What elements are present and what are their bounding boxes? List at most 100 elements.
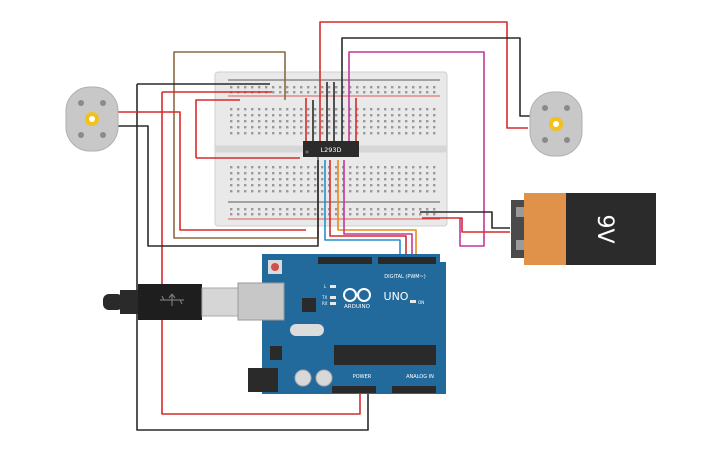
breadboard-hole[interactable] — [321, 132, 324, 135]
breadboard-hole[interactable] — [377, 86, 380, 89]
breadboard-hole[interactable] — [293, 120, 296, 123]
breadboard-hole[interactable] — [237, 114, 240, 117]
breadboard-hole[interactable] — [251, 178, 254, 181]
breadboard-hole[interactable] — [251, 114, 254, 117]
dc-motor-left[interactable] — [65, 86, 119, 152]
breadboard-hole[interactable] — [370, 86, 373, 89]
breadboard-hole[interactable] — [391, 114, 394, 117]
usb-cable[interactable] — [103, 284, 239, 320]
breadboard-hole[interactable] — [398, 172, 401, 175]
breadboard-hole[interactable] — [321, 108, 324, 111]
breadboard-hole[interactable] — [398, 178, 401, 181]
breadboard-hole[interactable] — [412, 86, 415, 89]
reset-button-cap[interactable] — [271, 263, 279, 271]
breadboard-hole[interactable] — [272, 184, 275, 187]
breadboard-hole[interactable] — [363, 132, 366, 135]
breadboard-hole[interactable] — [405, 120, 408, 123]
breadboard-hole[interactable] — [349, 126, 352, 129]
breadboard-hole[interactable] — [433, 190, 436, 193]
breadboard-hole[interactable] — [258, 126, 261, 129]
breadboard-hole[interactable] — [251, 126, 254, 129]
breadboard-hole[interactable] — [230, 86, 233, 89]
breadboard-hole[interactable] — [384, 126, 387, 129]
breadboard-hole[interactable] — [293, 108, 296, 111]
breadboard-hole[interactable] — [363, 114, 366, 117]
breadboard-hole[interactable] — [349, 178, 352, 181]
breadboard-hole[interactable] — [342, 91, 345, 94]
breadboard-hole[interactable] — [307, 172, 310, 175]
breadboard-hole[interactable] — [321, 208, 324, 211]
breadboard-hole[interactable] — [244, 184, 247, 187]
wire-magenta-signal[interactable] — [343, 160, 413, 262]
breadboard-hole[interactable] — [258, 184, 261, 187]
breadboard-hole[interactable] — [307, 91, 310, 94]
breadboard-hole[interactable] — [419, 108, 422, 111]
breadboard-hole[interactable] — [314, 120, 317, 123]
breadboard-hole[interactable] — [251, 190, 254, 193]
breadboard-hole[interactable] — [391, 132, 394, 135]
breadboard-hole[interactable] — [377, 120, 380, 123]
breadboard-hole[interactable] — [391, 86, 394, 89]
breadboard-hole[interactable] — [293, 166, 296, 169]
breadboard-hole[interactable] — [398, 190, 401, 193]
breadboard-hole[interactable] — [244, 126, 247, 129]
breadboard-hole[interactable] — [230, 184, 233, 187]
breadboard-hole[interactable] — [349, 213, 352, 216]
breadboard-hole[interactable] — [405, 86, 408, 89]
breadboard-hole[interactable] — [293, 172, 296, 175]
breadboard-hole[interactable] — [384, 172, 387, 175]
breadboard-hole[interactable] — [419, 91, 422, 94]
breadboard-hole[interactable] — [230, 172, 233, 175]
breadboard-hole[interactable] — [258, 108, 261, 111]
breadboard-hole[interactable] — [391, 178, 394, 181]
breadboard-hole[interactable] — [363, 190, 366, 193]
breadboard-hole[interactable] — [258, 86, 261, 89]
breadboard-hole[interactable] — [419, 172, 422, 175]
breadboard-hole[interactable] — [258, 208, 261, 211]
breadboard-hole[interactable] — [342, 108, 345, 111]
breadboard-hole[interactable] — [258, 190, 261, 193]
breadboard-hole[interactable] — [286, 126, 289, 129]
breadboard-hole[interactable] — [356, 166, 359, 169]
breadboard-hole[interactable] — [258, 213, 261, 216]
breadboard-hole[interactable] — [265, 208, 268, 211]
breadboard-hole[interactable] — [356, 86, 359, 89]
breadboard-hole[interactable] — [377, 213, 380, 216]
breadboard-hole[interactable] — [335, 184, 338, 187]
breadboard-hole[interactable] — [265, 86, 268, 89]
breadboard-hole[interactable] — [251, 120, 254, 123]
breadboard-hole[interactable] — [349, 91, 352, 94]
breadboard-hole[interactable] — [244, 208, 247, 211]
breadboard-hole[interactable] — [314, 190, 317, 193]
breadboard-hole[interactable] — [335, 114, 338, 117]
breadboard-hole[interactable] — [384, 132, 387, 135]
breadboard-hole[interactable] — [412, 91, 415, 94]
breadboard-hole[interactable] — [293, 184, 296, 187]
breadboard-hole[interactable] — [279, 91, 282, 94]
wire-red-top[interactable] — [319, 21, 528, 150]
breadboard-hole[interactable] — [426, 213, 429, 216]
breadboard-hole[interactable] — [272, 120, 275, 123]
breadboard-hole[interactable] — [412, 120, 415, 123]
breadboard-hole[interactable] — [405, 126, 408, 129]
breadboard-hole[interactable] — [307, 178, 310, 181]
breadboard-hole[interactable] — [300, 132, 303, 135]
breadboard-hole[interactable] — [286, 132, 289, 135]
breadboard-hole[interactable] — [244, 190, 247, 193]
breadboard-hole[interactable] — [363, 126, 366, 129]
breadboard-hole[interactable] — [314, 114, 317, 117]
breadboard-hole[interactable] — [272, 132, 275, 135]
breadboard-hole[interactable] — [314, 184, 317, 187]
breadboard-hole[interactable] — [265, 120, 268, 123]
breadboard-hole[interactable] — [426, 208, 429, 211]
breadboard-hole[interactable] — [293, 178, 296, 181]
breadboard-hole[interactable] — [258, 120, 261, 123]
breadboard-hole[interactable] — [419, 190, 422, 193]
breadboard-hole[interactable] — [405, 208, 408, 211]
breadboard-hole[interactable] — [314, 208, 317, 211]
breadboard-hole[interactable] — [433, 114, 436, 117]
breadboard-hole[interactable] — [335, 208, 338, 211]
breadboard-hole[interactable] — [426, 172, 429, 175]
breadboard-hole[interactable] — [412, 166, 415, 169]
breadboard-hole[interactable] — [300, 91, 303, 94]
